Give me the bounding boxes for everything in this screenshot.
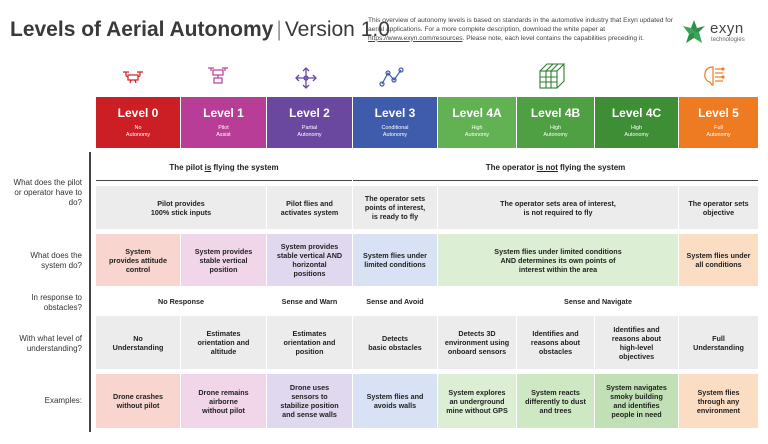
title-separator: |: [276, 18, 282, 41]
level-0-header[interactable]: Level 0 No Autonomy: [96, 97, 180, 148]
brain-chip-icon: [704, 66, 725, 86]
example-level-4b: System reacts differently to dust and tr…: [517, 374, 594, 428]
banner-text: flying the system: [213, 162, 279, 172]
whitepaper-link[interactable]: https://www.exyn.com/resources: [368, 34, 463, 42]
level-subtitle: Conditional Autonomy: [381, 125, 409, 138]
title-version: Version 1.0: [284, 18, 390, 41]
title-main: Levels of Aerial Autonomy: [10, 18, 274, 41]
example-level-0: Drone crashes without pilot: [96, 374, 180, 428]
system-row-level-5: System flies under all conditions: [679, 234, 758, 286]
pilot-row-level-3: The operator sets points of interest, is…: [353, 186, 437, 229]
system-row-level-4: System flies under limited conditions AN…: [438, 234, 678, 286]
level-subtitle: High Autonomy: [464, 125, 490, 138]
example-level-1: Drone remains airborne without pilot: [181, 374, 266, 428]
level-name: Level 1: [203, 106, 244, 120]
example-level-5: System flies through any environment: [679, 374, 758, 428]
question-pilot: What does the pilot or operator have to …: [13, 178, 82, 207]
obstacles-row-level-3: Sense and Avoid: [366, 296, 424, 306]
system-row-level-2: System provides stable vertical AND hori…: [267, 234, 352, 286]
level-subtitle: Pilot Assist: [216, 125, 231, 138]
pilot-row-level-5: The operator sets objective: [679, 186, 758, 229]
example-level-4a: System explores an underground mine with…: [438, 374, 516, 428]
intro-tail: . Please note, each level contains the c…: [462, 34, 644, 42]
level-3-header[interactable]: Level 3 Conditional Autonomy: [353, 97, 437, 148]
level-name: Level 4C: [611, 106, 662, 120]
row-divider-line: [89, 152, 91, 432]
pilot-row-level-0-1: Pilot provides 100% stick inputs: [96, 186, 266, 229]
level-4a-header[interactable]: Level 4A High Autonomy: [438, 97, 516, 148]
level-name: Level 5: [698, 106, 739, 120]
example-level-2: Drone uses sensors to stabilize position…: [267, 374, 352, 428]
system-row-level-1: System provides stable vertical position: [181, 234, 266, 286]
obstacles-row-level-0-1: No Response: [158, 296, 204, 306]
example-level-3: System flies and avoids walls: [353, 374, 437, 428]
level-4b-header[interactable]: Level 4B High Autonomy: [517, 97, 594, 148]
understanding-row-level-4a: Detects 3D environment using onboard sen…: [438, 316, 516, 369]
understanding-row-level-5: Full Understanding: [679, 316, 758, 369]
banner-emphasis: is not: [536, 162, 558, 172]
level-2-header[interactable]: Level 2 Partial Autonomy: [267, 97, 352, 148]
level-name: Level 4B: [530, 106, 581, 120]
level-name: Level 4A: [452, 106, 502, 120]
drone-icon: [123, 71, 143, 84]
understanding-row-level-3: Detects basic obstacles: [353, 316, 437, 369]
system-row-level-3: System flies under limited conditions: [353, 234, 437, 286]
question-understanding: With what level of understanding?: [19, 334, 82, 353]
understanding-row-level-0: No Understanding: [96, 316, 180, 369]
pilot-row-level-4: The operator sets area of interest, is n…: [438, 186, 678, 229]
exyn-logo-mark-icon: [683, 20, 705, 43]
understanding-row-level-4b: Identifies and reasons about obstacles: [517, 316, 594, 369]
page-title: Levels of Aerial Autonomy|Version 1.0: [10, 18, 390, 42]
3d-grid-cube-icon: [539, 63, 566, 89]
obstacles-row-level-4-5: Sense and Navigate: [564, 296, 632, 306]
level-subtitle: Full Autonomy: [706, 125, 731, 138]
understanding-row-level-4c: Identifies and reasons about high-level …: [595, 316, 678, 369]
level-5-header[interactable]: Level 5 Full Autonomy: [679, 97, 758, 148]
system-row-level-0: System provides attitude control: [96, 234, 180, 286]
level-1-header[interactable]: Level 1 Pilot Assist: [181, 97, 266, 148]
understanding-row-level-1: Estimates orientation and altitude: [181, 316, 266, 369]
waypoints-icon: [379, 67, 404, 87]
level-subtitle: Partial Autonomy: [297, 125, 322, 138]
level-4c-header[interactable]: Level 4C High Autonomy: [595, 97, 678, 148]
level-subtitle: High Autonomy: [543, 125, 568, 138]
banner-text: The pilot: [169, 162, 203, 172]
level-subtitle: No Autonomy: [125, 125, 151, 138]
question-examples: Examples:: [44, 396, 82, 405]
obstacles-row-level-2: Sense and Warn: [281, 296, 338, 306]
intro-text: This overview of autonomy levels is base…: [368, 17, 686, 43]
exyn-logo: exyn technologies: [682, 19, 762, 49]
level-name: Level 0: [117, 106, 159, 120]
logo-subtitle: technologies: [711, 37, 745, 43]
banner-text: flying the system: [559, 162, 626, 172]
drone-with-controller-icon: [208, 67, 228, 84]
example-level-4c: System navigates smoky building and iden…: [595, 374, 678, 428]
logo-name: exyn: [710, 20, 744, 37]
banner-emphasis: is: [204, 162, 212, 172]
level-subtitle: High Autonomy: [624, 125, 649, 138]
intro-body: This overview of autonomy levels is base…: [368, 17, 673, 33]
question-obstacles: In response to obstacles?: [31, 293, 82, 312]
level-name: Level 2: [289, 106, 330, 120]
move-arrows-icon: [295, 67, 317, 89]
understanding-row-level-2: Estimates orientation and position: [267, 316, 352, 369]
banner-text: The operator: [485, 162, 535, 172]
question-system: What does the system do?: [30, 251, 82, 270]
level-name: Level 3: [374, 106, 416, 120]
pilot-row-level-2: Pilot flies and activates system: [267, 186, 352, 229]
